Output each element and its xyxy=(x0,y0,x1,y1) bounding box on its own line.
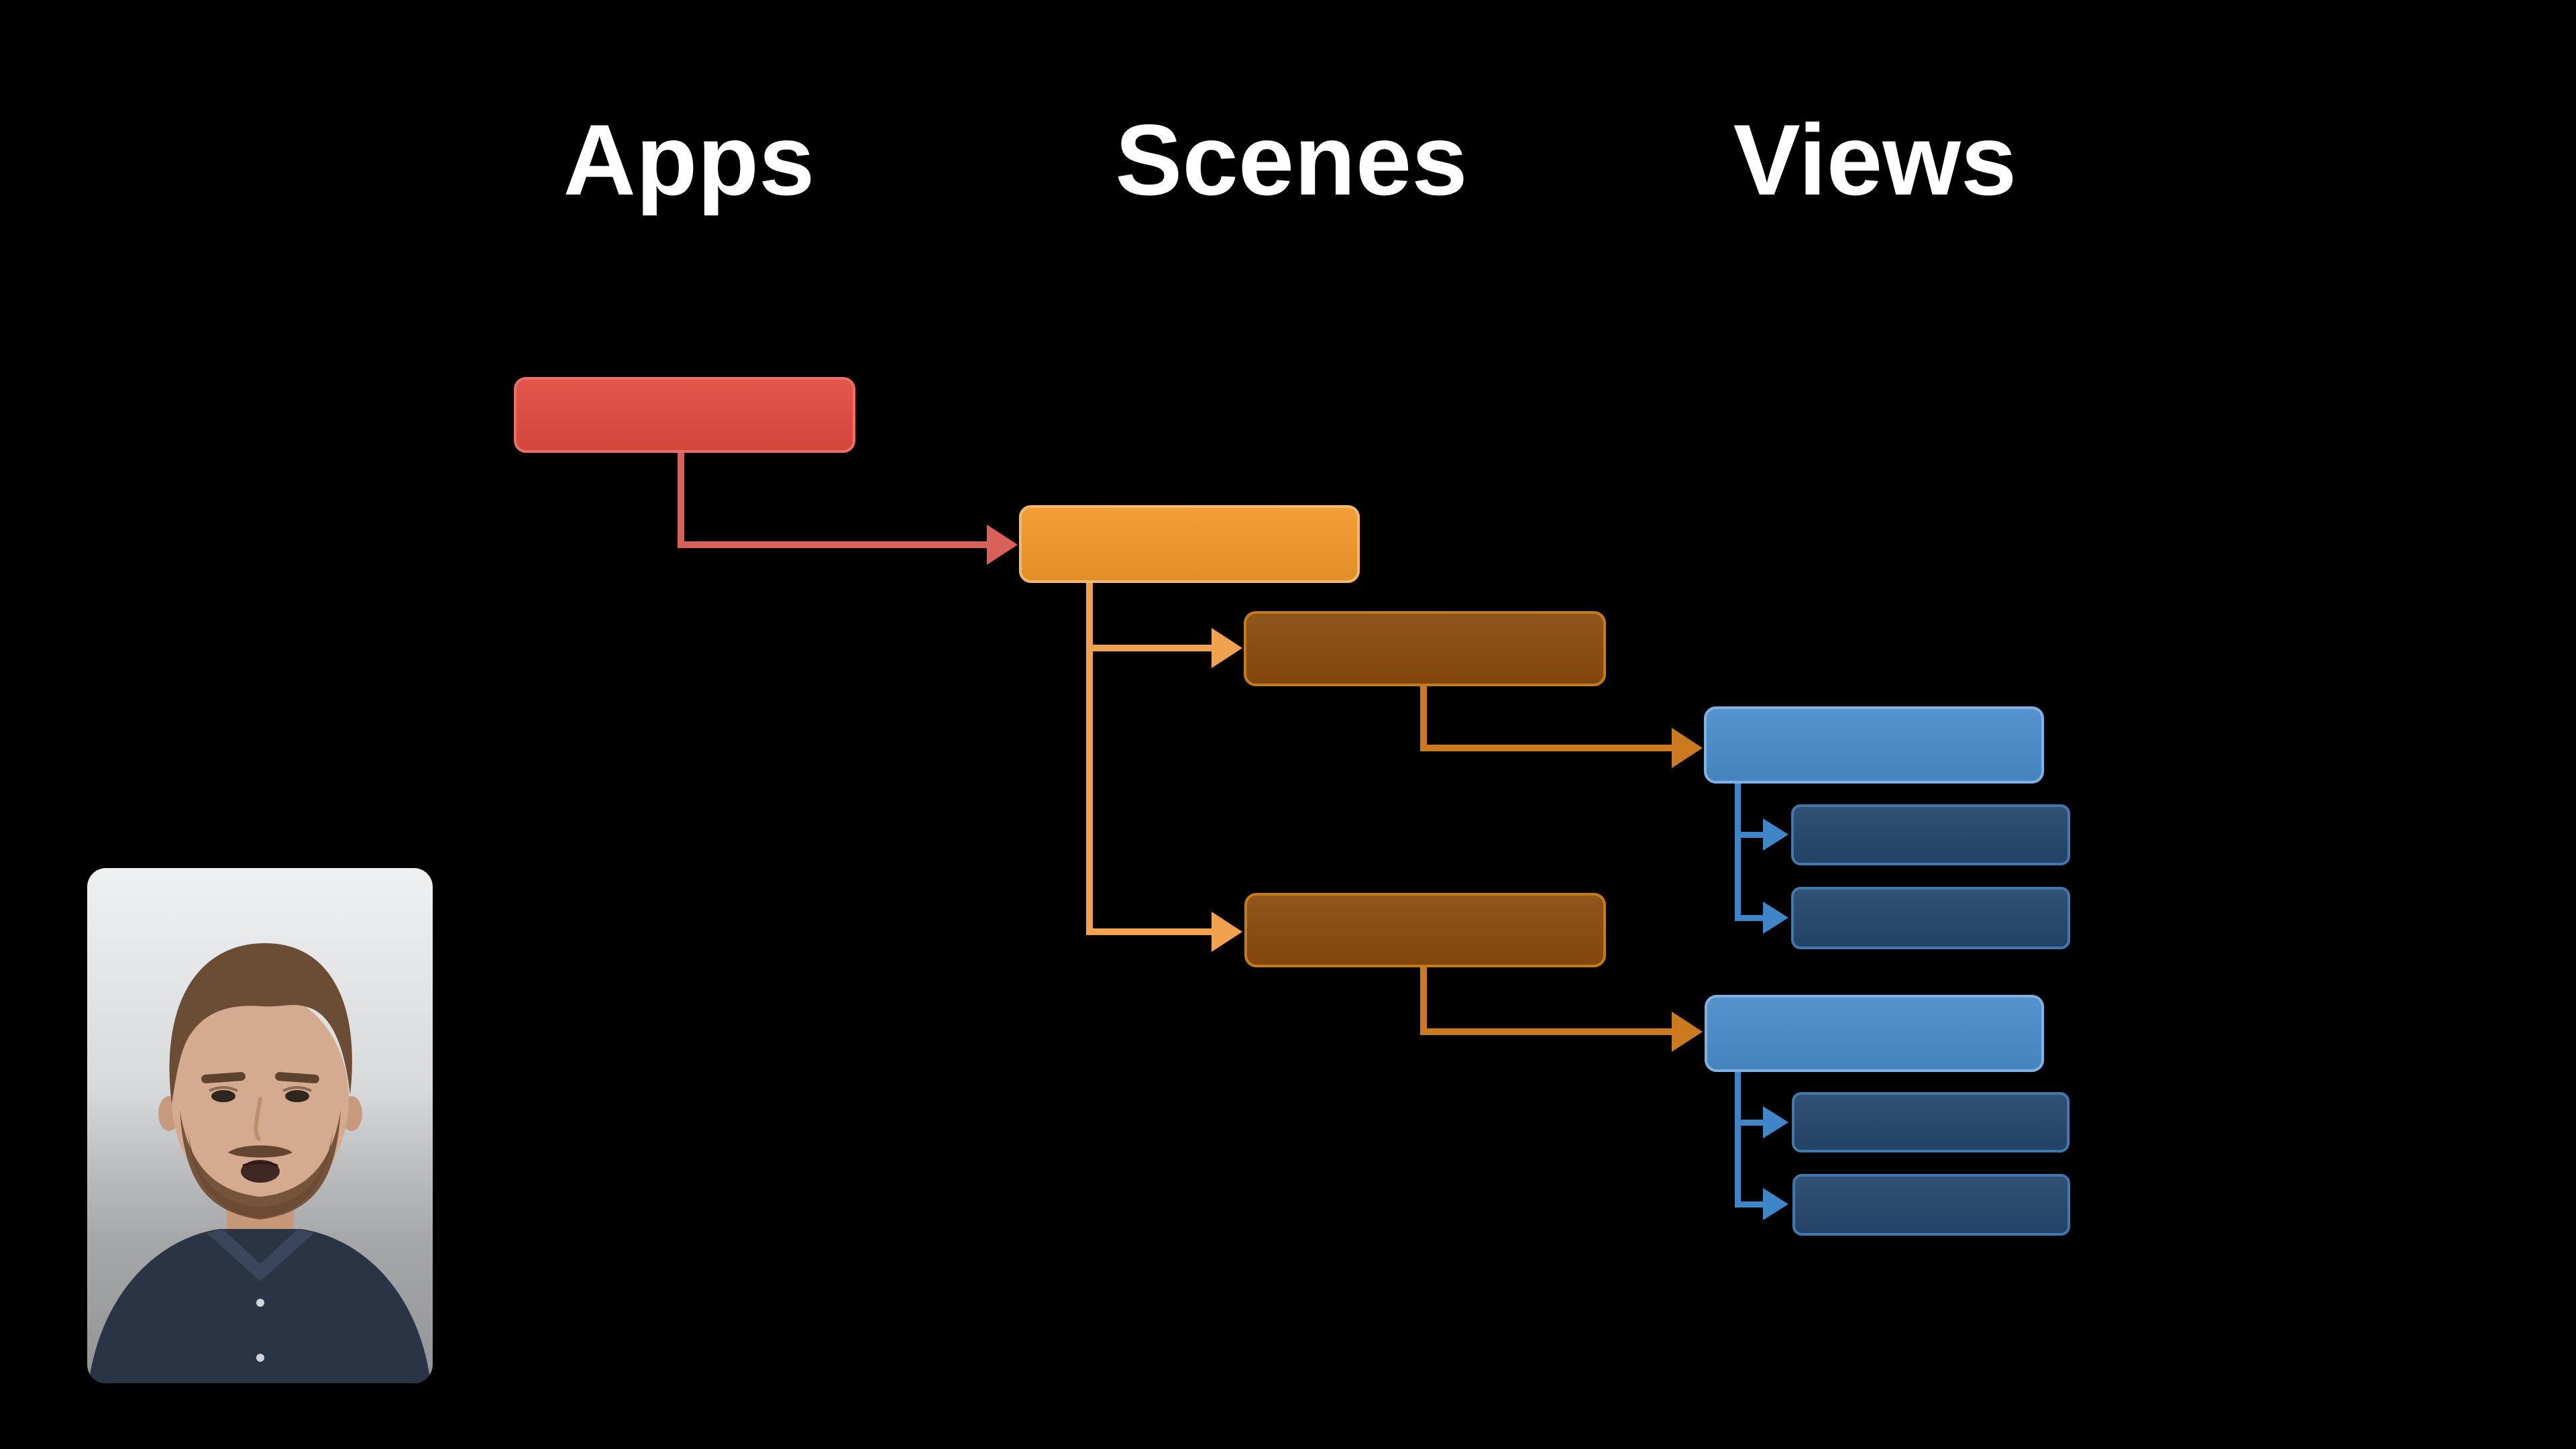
arrowhead-icon xyxy=(1672,1012,1703,1052)
connector-segment xyxy=(678,541,987,548)
connector-segment xyxy=(1086,645,1212,651)
connector-segment xyxy=(1420,745,1672,751)
arrowhead-icon xyxy=(1763,818,1788,851)
arrowhead-icon xyxy=(1763,1188,1788,1220)
column-header-scenes: Scenes xyxy=(1115,103,1468,216)
connector-segment xyxy=(1735,1201,1763,1208)
connector-segment xyxy=(1735,915,1763,921)
connector-segment xyxy=(1086,928,1212,935)
connector-segment xyxy=(1735,832,1763,838)
scene-node xyxy=(1019,505,1360,583)
connector-segment xyxy=(1420,686,1427,751)
subview-node-2b xyxy=(1792,1174,2070,1236)
arrowhead-icon xyxy=(987,525,1018,565)
arrowhead-icon xyxy=(1212,912,1242,952)
column-header-apps: Apps xyxy=(563,103,815,216)
connector-segment xyxy=(1420,967,1427,1035)
scene-child-node-2 xyxy=(1244,893,1606,967)
presenter-portrait xyxy=(87,868,433,1383)
connector-segment xyxy=(1735,1072,1741,1208)
arrowhead-icon xyxy=(1763,902,1788,934)
subview-node-1a xyxy=(1791,804,2070,865)
connector-segment xyxy=(1735,1120,1763,1126)
speaker-video xyxy=(87,868,433,1383)
arrowhead-icon xyxy=(1212,628,1242,668)
subview-node-1b xyxy=(1791,887,2070,949)
subview-node-2a xyxy=(1792,1092,2070,1152)
connector-segment xyxy=(1735,784,1741,921)
connector-segment xyxy=(1086,583,1093,935)
arrowhead-icon xyxy=(1763,1106,1788,1138)
scene-child-node-1 xyxy=(1244,611,1606,686)
view-node-2 xyxy=(1705,995,2044,1072)
column-header-views: Views xyxy=(1733,103,2017,216)
view-node-1 xyxy=(1704,706,2044,784)
connector-segment xyxy=(1420,1028,1672,1035)
app-node xyxy=(514,377,855,453)
connector-segment xyxy=(678,453,684,548)
arrowhead-icon xyxy=(1672,728,1703,768)
